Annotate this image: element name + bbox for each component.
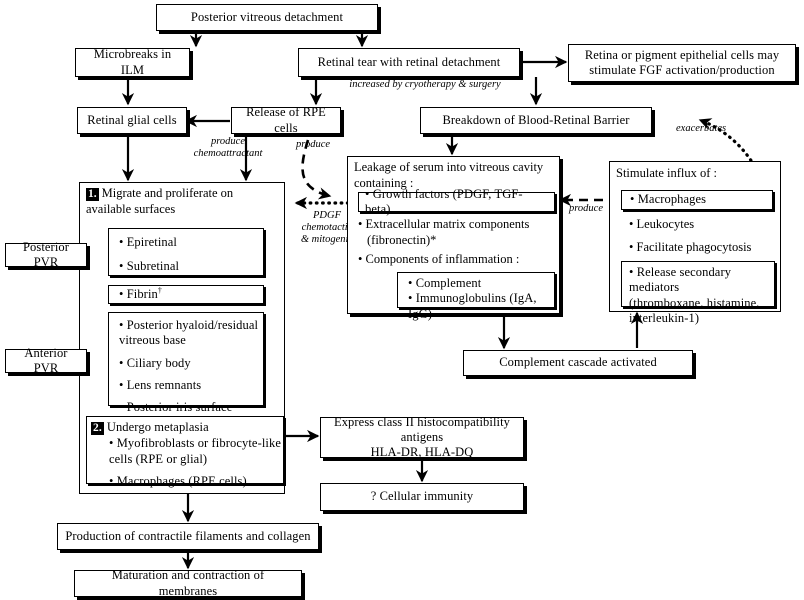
step-marker-2: 2. <box>91 422 104 436</box>
edge-label-cryotherapy: increased by cryotherapy & surgery <box>349 79 501 90</box>
node-anterior-surfaces[interactable]: • Posterior hyaloid/residual vitreous ba… <box>108 312 264 414</box>
node-label: • Release secondary mediators (thromboxa… <box>629 265 760 325</box>
edge-label-exacerbates: exacerbates <box>676 123 727 134</box>
bullet-phagocytosis: • Facilitate phagocytosis <box>629 240 752 254</box>
bullet-immunoglobulins: • Immunoglobulins (IgA, IgG) <box>408 291 537 321</box>
bullet-ecm: • Extracellular matrix components (fibro… <box>358 217 530 247</box>
node-epiretinal-subretinal[interactable]: • Epiretinal • Subretinal <box>108 228 264 276</box>
bullet-epiretinal: • Epiretinal <box>119 235 177 249</box>
fibrin-dagger: † <box>157 286 162 296</box>
node-posterior-pvr[interactable]: Posterior PVR <box>5 240 87 269</box>
node-label: Complement cascade activated <box>499 355 657 370</box>
edge-label-pdgf: PDGF chemotactic & mitogenic <box>300 210 354 246</box>
bullet-fibrin: • Fibrin† <box>119 286 162 302</box>
edge-label-produce-rpe: produce <box>296 139 331 150</box>
node-microbreaks-in-ilm[interactable]: Microbreaks in ILM <box>75 47 190 77</box>
node-label: • Macrophages <box>630 192 707 207</box>
node-secondary-mediators[interactable]: • Release secondary mediators (thromboxa… <box>621 261 775 325</box>
node-label: Maturation and contraction of membranes <box>111 568 265 598</box>
bullet-hyaloid: • Posterior hyaloid/residual vitreous ba… <box>119 318 259 348</box>
node-growth-factors[interactable]: • Growth factors (PDGF, TGF-beta) <box>358 187 555 216</box>
node-label: Retina or pigment epithelial cells may s… <box>584 47 780 77</box>
bullet-lens-remnants: • Lens remnants <box>119 377 202 392</box>
step-marker-1: 1. <box>86 188 99 202</box>
node-retinal-glial-cells[interactable]: Retinal glial cells <box>77 107 187 134</box>
node-label: Express class II histocompatibility anti… <box>333 414 511 460</box>
node-undergo-metaplasia[interactable]: 2.Undergo metaplasia • Myofibroblasts or… <box>86 416 284 488</box>
node-breakdown-blood-retinal-barrier[interactable]: Breakdown of Blood-Retinal Barrier <box>420 107 652 134</box>
influx-phagocytosis: • Facilitate phagocytosis <box>629 240 779 256</box>
node-posterior-vitreous-detachment[interactable]: Posterior vitreous detachment <box>156 4 378 31</box>
node-label: • Growth factors (PDGF, TGF-beta) <box>365 186 523 216</box>
node-label: ? Cellular immunity <box>370 489 474 504</box>
step1-label: Migrate and proliferate on available sur… <box>86 186 234 216</box>
node-retinal-tear[interactable]: Retinal tear with retinal detachment <box>298 48 520 77</box>
leakage-components-inflammation: • Components of inflammation : <box>358 252 558 268</box>
node-label: Anterior PVR <box>24 345 68 375</box>
node-production-contractile-filaments[interactable]: Production of contractile filaments and … <box>57 523 319 550</box>
node-label: Microbreaks in ILM <box>93 47 172 77</box>
node-fibrin[interactable]: • Fibrin† <box>108 285 264 304</box>
step2-header: 2.Undergo metaplasia <box>91 420 209 436</box>
node-label: Release of RPE cells <box>246 105 326 135</box>
node-macrophages[interactable]: • Macrophages <box>621 190 773 210</box>
node-label: Posterior vitreous detachment <box>190 9 344 24</box>
node-cellular-immunity[interactable]: ? Cellular immunity <box>320 483 524 511</box>
node-release-of-rpe-cells[interactable]: Release of RPE cells <box>231 105 341 135</box>
bullet-myofibroblasts: • Myofibroblasts or fibrocyte-like cells… <box>109 436 281 466</box>
edge-label-produce-chemoattractant: produce chemoattractant <box>193 136 263 160</box>
bullet-inflammation: • Components of inflammation : <box>358 252 520 266</box>
node-label: Breakdown of Blood-Retinal Barrier <box>442 112 630 127</box>
leakage-extracellular-matrix: • Extracellular matrix components (fibro… <box>358 217 558 248</box>
bullet-ciliary-body: • Ciliary body <box>119 355 191 370</box>
node-label: Production of contractile filaments and … <box>65 528 311 543</box>
leakage-header: Leakage of serum into vitreous cavity co… <box>354 160 544 190</box>
node-anterior-pvr[interactable]: Anterior PVR <box>5 346 87 375</box>
node-complement-cascade-activated[interactable]: Complement cascade activated <box>463 350 693 376</box>
node-label: Posterior PVR <box>22 239 70 269</box>
node-label: Retinal tear with retinal detachment <box>317 54 501 69</box>
step2-label: Undergo metaplasia <box>106 420 209 434</box>
bullet-macrophages-rpe: • Macrophages (RPE cells) <box>109 473 247 488</box>
bullet-subretinal: • Subretinal <box>119 259 180 274</box>
influx-leukocytes: • Leukocytes <box>629 217 779 233</box>
bullet-posterior-iris: • Posterior iris surface <box>119 400 233 414</box>
bullet-leukocytes: • Leukocytes <box>629 217 695 231</box>
stimulate-influx-header: Stimulate influx of : <box>616 166 718 180</box>
bullet-complement: • Complement <box>408 276 482 290</box>
node-maturation-contraction[interactable]: Maturation and contraction of membranes <box>74 568 302 598</box>
node-label: Retinal glial cells <box>87 112 177 127</box>
node-express-class-ii[interactable]: Express class II histocompatibility anti… <box>320 414 524 460</box>
node-inflammation-items[interactable]: • Complement • Immunoglobulins (IgA, IgG… <box>397 272 555 321</box>
step1-header: 1.Migrate and proliferate on available s… <box>86 186 282 217</box>
edge-label-produce-macrophage: produce <box>568 203 604 214</box>
node-retina-fgf[interactable]: Retina or pigment epithelial cells may s… <box>568 44 796 82</box>
